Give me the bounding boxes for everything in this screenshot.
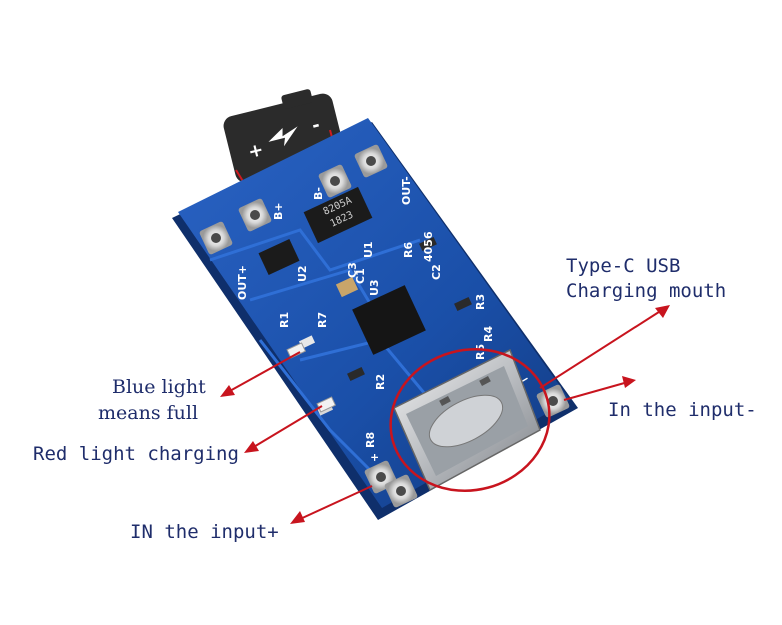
silk-u3: U3 <box>368 279 381 296</box>
silk-out-minus: OUT- <box>400 176 413 205</box>
label-usb-line1: Type-C USB <box>566 255 681 277</box>
silk-r4: R4 <box>482 326 495 342</box>
silk-r6: R6 <box>402 242 415 258</box>
arrow-in-plus <box>297 485 373 521</box>
callout-arrows <box>220 305 670 524</box>
silk-c3: C3 <box>346 262 359 278</box>
silk-r1: R1 <box>278 312 291 328</box>
label-blue-line1: Blue light <box>112 376 206 398</box>
silk-r5: R5 <box>474 344 487 360</box>
arrow-in-minus <box>563 381 629 401</box>
silk-c1: C1 <box>354 268 367 284</box>
silk-b-minus: B- <box>312 187 325 200</box>
silk-in-plus: + <box>368 453 381 462</box>
label-in-minus: In the input- <box>608 399 757 421</box>
usb-highlight-circle <box>389 348 551 492</box>
label-blue-line2: means full <box>98 402 199 424</box>
silk-r7: R7 <box>316 312 329 328</box>
usb-c-connector <box>393 348 541 492</box>
silk-u1: U1 <box>362 241 375 258</box>
arrow-red-light <box>251 405 323 449</box>
silk-r2: R2 <box>374 374 387 390</box>
silk-r3: R3 <box>474 294 487 310</box>
arrow-blue-light <box>227 351 301 393</box>
silk-u2: U2 <box>296 265 309 282</box>
arrow-usb <box>539 309 663 389</box>
label-red-light: Red light charging <box>33 443 239 465</box>
silk-model: 4056 <box>422 231 435 262</box>
silk-r8: R8 <box>364 432 377 448</box>
blue-led <box>286 342 307 359</box>
solder-pads <box>199 144 570 508</box>
silk-out-plus: OUT+ <box>236 265 249 300</box>
silk-c2: C2 <box>430 264 443 280</box>
silk-b-plus: B+ <box>272 202 285 220</box>
label-usb-line2: Charging mouth <box>566 280 727 302</box>
battery-plus-sign: + <box>246 139 266 163</box>
label-in-plus: IN the input+ <box>130 521 279 543</box>
